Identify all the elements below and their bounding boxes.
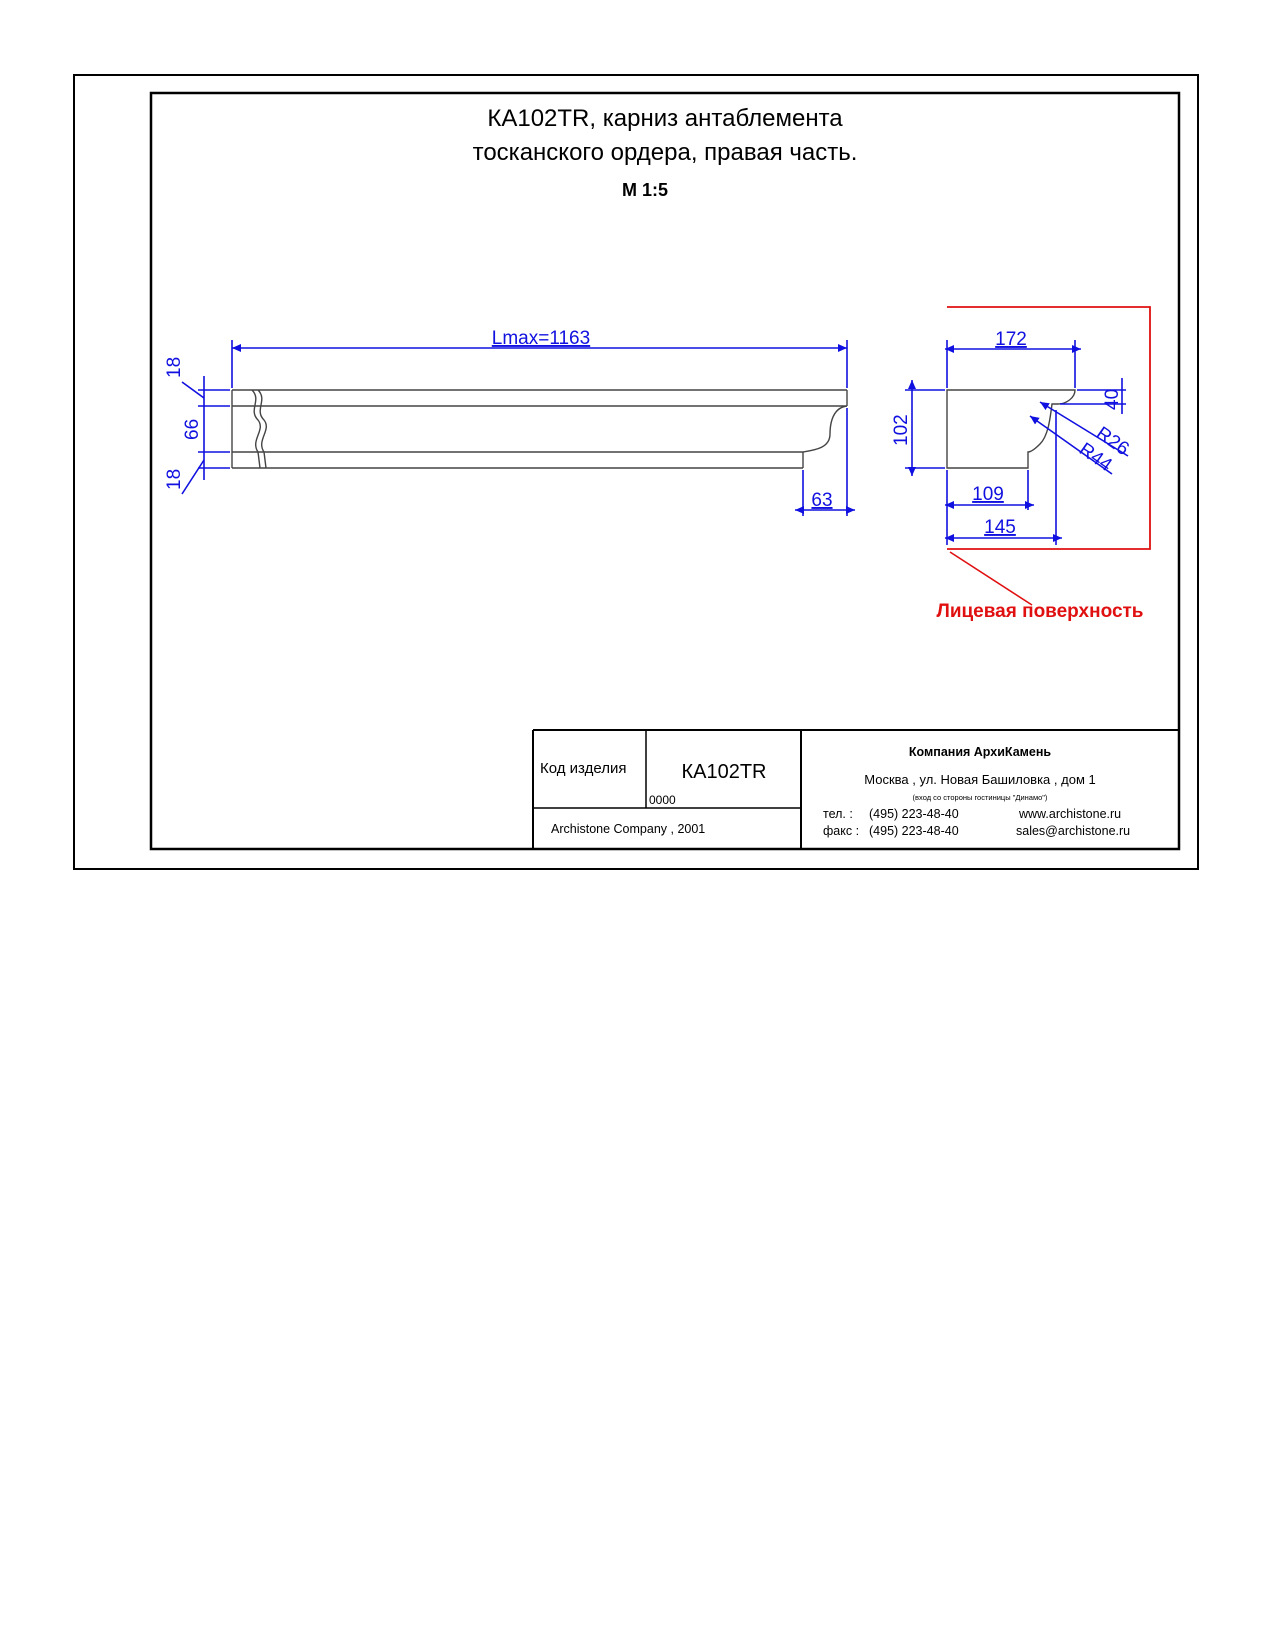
product-code-value: КА102TR [681, 761, 766, 783]
drawing-title-line2: тосканского ордера, правая часть. [473, 139, 858, 166]
drawing-title-line1: КА102TR, карниз антаблемента [487, 105, 843, 132]
title-block: Код изделия КА102TR 0000 Archistone Comp… [532, 729, 1179, 849]
drawing-scale: М 1:5 [622, 180, 668, 200]
elevation-view: Lmax=1163 18 66 18 63 [164, 328, 855, 516]
outer-frame [73, 74, 1199, 870]
dimension-bottom-height: 18 [164, 469, 185, 490]
company-address-note: (вход со стороны гостиницы "Динамо") [913, 793, 1048, 802]
dimension-top-height: 18 [164, 357, 185, 378]
company-website: www.archistone.ru [1018, 807, 1121, 821]
dimension-section-bottom-total: 145 [984, 517, 1016, 538]
dimension-end-projection: 63 [811, 490, 832, 511]
length-dimension-label: Lmax=1163 [492, 328, 590, 349]
fax-label: факс : [823, 824, 859, 838]
company-name: Компания АрхиКамень [909, 745, 1051, 759]
company-email: sales@archistone.ru [1016, 824, 1130, 838]
section-view: Лицевая поверхность 172 102 40 R26 R44 1… [891, 306, 1151, 622]
inner-frame [149, 91, 1181, 851]
phone-value: (495) 223-48-40 [869, 807, 959, 821]
elevation-profile [231, 389, 848, 469]
section-profile [946, 389, 1076, 469]
company-address: Москва , ул. Новая Башиловка , дом 1 [864, 772, 1095, 787]
product-code-number: 0000 [649, 793, 676, 807]
face-surface-bracket [947, 306, 1151, 550]
face-surface-label: Лицевая поверхность [936, 601, 1143, 622]
dimension-section-top-width: 172 [995, 329, 1027, 350]
product-code-label: Код изделия [540, 760, 626, 777]
dimension-section-right-top: 40 [1102, 389, 1123, 410]
dimension-middle-height: 66 [182, 419, 203, 440]
dimension-section-bottom-inner: 109 [972, 484, 1004, 505]
face-surface-leader [949, 551, 1033, 606]
phone-label: тел. : [823, 807, 853, 821]
fax-value: (495) 223-48-40 [869, 824, 959, 838]
copyright-line: Archistone Company , 2001 [551, 822, 705, 836]
dimension-section-height: 102 [891, 414, 912, 446]
